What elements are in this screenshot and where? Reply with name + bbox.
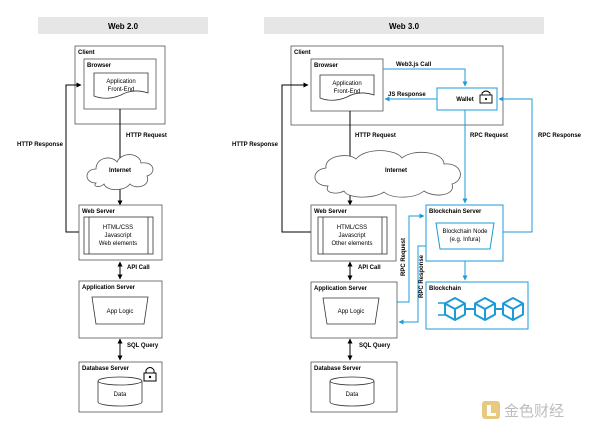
web2-data-label: Data bbox=[114, 392, 127, 398]
web3-frontend-line1: Application bbox=[332, 81, 361, 87]
blockchain-cubes-icon bbox=[438, 297, 524, 321]
web3-http-response-label: HTTP Response bbox=[232, 142, 279, 148]
web2-app-server-label: Application Server bbox=[82, 285, 136, 291]
web2-sql-query-label: SQL Query bbox=[127, 343, 159, 349]
web2-section: Web 2.0 Client Browser Application Front… bbox=[17, 17, 208, 413]
web2-data-cylinder-icon bbox=[97, 376, 143, 407]
web2-http-response-label: HTTP Response bbox=[17, 142, 64, 148]
web3-app-server-label: Application Server bbox=[314, 286, 368, 292]
web3-data-label: Data bbox=[346, 392, 359, 398]
web3-frontend-doc-icon bbox=[319, 74, 375, 101]
web2-app-logic-label: App Logic bbox=[107, 309, 134, 315]
web3-internet-cloud-icon bbox=[314, 150, 461, 198]
web3-web-server-label: Web Server bbox=[314, 209, 348, 215]
web2-db-server-label: Database Server bbox=[82, 366, 130, 372]
web2-frontend-line2: Front-End bbox=[108, 87, 135, 93]
web3-app-rpc-request-arrow bbox=[397, 213, 425, 303]
web3-internet-label: Internet bbox=[385, 168, 407, 174]
web3-node-line1: Blockchain Node bbox=[442, 229, 488, 235]
web2-app-logic-shape bbox=[91, 296, 149, 325]
web3-app-logic-label: App Logic bbox=[338, 309, 365, 315]
web3-sql-query-label: SQL Query bbox=[359, 343, 391, 349]
web3-data-cylinder-icon bbox=[329, 376, 375, 407]
web2-internet-label: Internet bbox=[109, 168, 131, 174]
web3-web-line2: Javascript bbox=[338, 233, 365, 239]
web3-rpc-request-label: RPC Request bbox=[470, 133, 508, 139]
web2-browser-label: Browser bbox=[87, 63, 112, 69]
web2-client-label: Client bbox=[78, 50, 95, 56]
web3-wallet-lock-icon bbox=[479, 90, 493, 104]
web3-wallet-label: Wallet bbox=[456, 97, 473, 103]
web2-web-server-label: Web Server bbox=[82, 209, 116, 215]
web2-title-bar bbox=[38, 17, 208, 34]
web3-app-rpc-response-label: RPC Response bbox=[419, 254, 425, 298]
web2-api-call-label: API Call bbox=[127, 265, 150, 271]
watermark-text: 金色财经 bbox=[504, 402, 564, 420]
watermark-logo-icon bbox=[482, 401, 500, 419]
web3-http-request-label: HTTP Request bbox=[355, 133, 396, 139]
web2-web-line1: HTML/CSS bbox=[103, 225, 133, 231]
web2-web-line2: Javascript bbox=[104, 233, 131, 239]
web3-web3js-call-arrow bbox=[383, 68, 468, 87]
web3-web3js-call-label: Web3.js Call bbox=[396, 62, 432, 68]
web2-frontend-doc-icon bbox=[93, 72, 149, 99]
web3-http-response-arrow bbox=[281, 82, 313, 233]
web3-node-line2: (e.g. Infura) bbox=[449, 237, 480, 243]
web3-app-rpc-request-label: RPC Request bbox=[401, 238, 407, 276]
web3-rpc-response-arrow bbox=[498, 96, 533, 233]
web2-http-request-label: HTTP Request bbox=[126, 133, 167, 139]
web3-section: Web 3.0 Client Browser Application Front… bbox=[232, 17, 582, 413]
web3-browser-label: Browser bbox=[314, 63, 339, 69]
web3-db-server-label: Database Server bbox=[314, 366, 362, 372]
web3-app-rpc-response-arrow bbox=[398, 245, 426, 325]
web3-app-logic-shape bbox=[322, 297, 380, 325]
web2-frontend-line1: Application bbox=[106, 79, 135, 85]
web2-web-line3: Web elements bbox=[99, 241, 137, 247]
web3-web-elements-box bbox=[317, 216, 388, 255]
web3-blockchain-node-shape bbox=[435, 222, 495, 250]
web2-internet-cloud-icon bbox=[86, 154, 154, 191]
web3-rpc-response-label: RPC Response bbox=[538, 133, 582, 139]
web2-web-elements-box bbox=[83, 216, 154, 255]
web2-db-lock-icon bbox=[143, 367, 157, 382]
web3-js-response-label: JS Response bbox=[388, 92, 426, 98]
web3-web-line1: HTML/CSS bbox=[337, 225, 367, 231]
web3-web-line3: Other elements bbox=[331, 241, 372, 247]
web3-api-call-label: API Call bbox=[358, 265, 381, 271]
web3-blockchain-server-label: Blockchain Server bbox=[429, 209, 482, 215]
web3-title-bar bbox=[264, 17, 544, 34]
web3-title: Web 3.0 bbox=[389, 22, 420, 31]
web3-blockchain-label: Blockchain bbox=[429, 286, 461, 292]
watermark: 金色财经 bbox=[482, 401, 564, 420]
web3-client-label: Client bbox=[294, 50, 311, 56]
web2-http-response-arrow bbox=[65, 82, 84, 233]
web2-title: Web 2.0 bbox=[108, 22, 139, 31]
web3-frontend-line2: Front-End bbox=[334, 89, 361, 95]
